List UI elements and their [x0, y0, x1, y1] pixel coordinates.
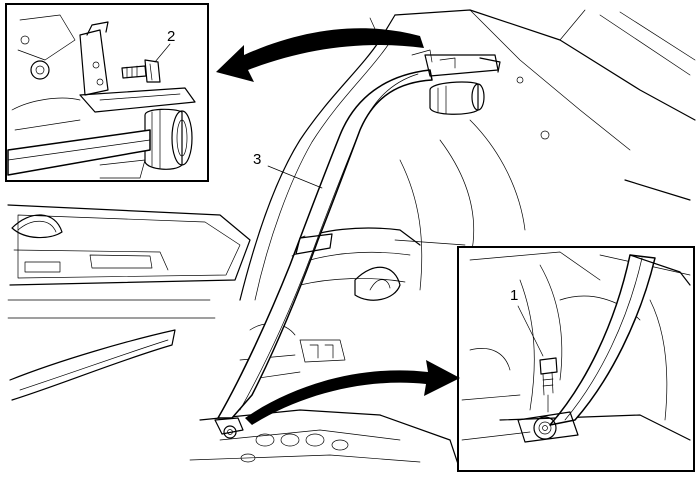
arrow-to-lower-inset [245, 360, 460, 425]
arrow-to-upper-inset [216, 28, 424, 83]
callout-3-leader [267, 165, 323, 189]
callout-2-label: 2 [167, 28, 175, 45]
callout-3-label: 3 [253, 151, 261, 168]
callout-1-label: 1 [510, 287, 518, 304]
seat-belt-webbing [217, 69, 433, 419]
lower-anchor-main [214, 417, 244, 439]
detail-arrows [216, 28, 460, 425]
inset-frame-lower [457, 246, 695, 472]
vehicle-interior-background [7, 9, 696, 471]
callout-3: 3 [253, 151, 323, 189]
anchor-detail-inset: 1 [457, 246, 695, 472]
retractor-detail-inset: 2 [5, 3, 209, 182]
callout-2-leader [154, 43, 171, 63]
seat-belt-retractor-main [424, 54, 501, 115]
callout-1-leader [517, 305, 544, 357]
